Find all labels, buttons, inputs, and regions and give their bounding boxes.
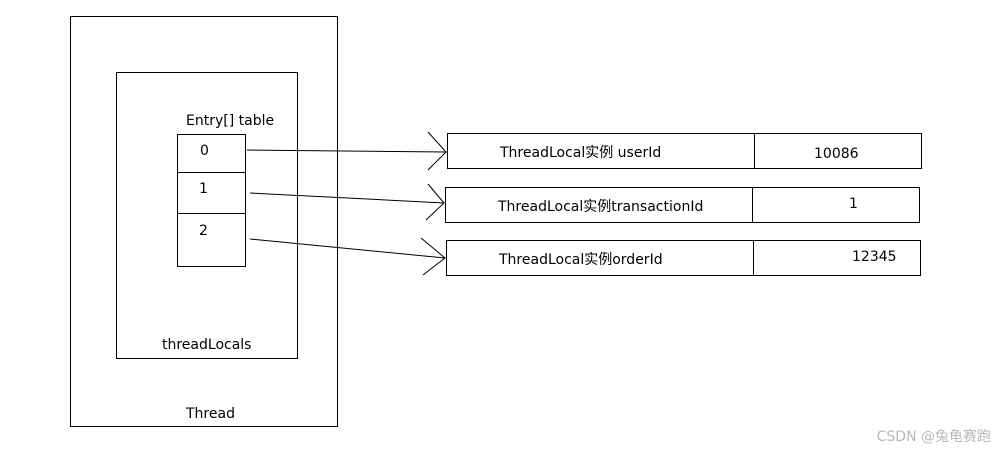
thread-locals-box	[116, 72, 298, 359]
slot-index: 0	[200, 143, 209, 159]
entry-row-order-id: ThreadLocal实例orderId 12345	[446, 240, 921, 276]
entry-name: ThreadLocal实例transactionId	[498, 199, 704, 215]
watermark-text: CSDN @兔龟赛跑	[876, 429, 991, 445]
arrow-slot-0	[246, 149, 447, 153]
entry-table: 0 1 2	[177, 134, 246, 267]
entry-divider	[752, 188, 753, 222]
entry-table-title: Entry[] table	[186, 113, 275, 129]
thread-box	[70, 16, 338, 427]
arrow-head-slot-2	[420, 237, 446, 276]
entry-row-transaction-id: ThreadLocal实例transactionId 1	[445, 187, 920, 223]
entry-value: 1	[849, 196, 858, 212]
entry-row-user-id: ThreadLocal实例 userId 10086	[447, 133, 922, 169]
arrow-slot-1	[249, 192, 445, 204]
arrow-slot-2	[249, 238, 446, 259]
entry-divider	[753, 241, 754, 275]
arrow-head-slot-1	[425, 183, 445, 221]
table-slot: 0	[178, 135, 245, 173]
thread-locals-label: threadLocals	[162, 337, 252, 353]
slot-index: 1	[199, 181, 208, 197]
entry-value: 10086	[814, 146, 859, 162]
entry-name: ThreadLocal实例orderId	[499, 252, 663, 268]
arrow-head-slot-0	[427, 131, 447, 171]
thread-label: Thread	[186, 406, 235, 422]
table-slot: 2	[178, 214, 245, 266]
slot-index: 2	[199, 223, 208, 239]
table-slot: 1	[178, 173, 245, 214]
entry-divider	[754, 134, 755, 168]
entry-name: ThreadLocal实例 userId	[500, 145, 662, 161]
entry-value: 12345	[852, 249, 897, 265]
